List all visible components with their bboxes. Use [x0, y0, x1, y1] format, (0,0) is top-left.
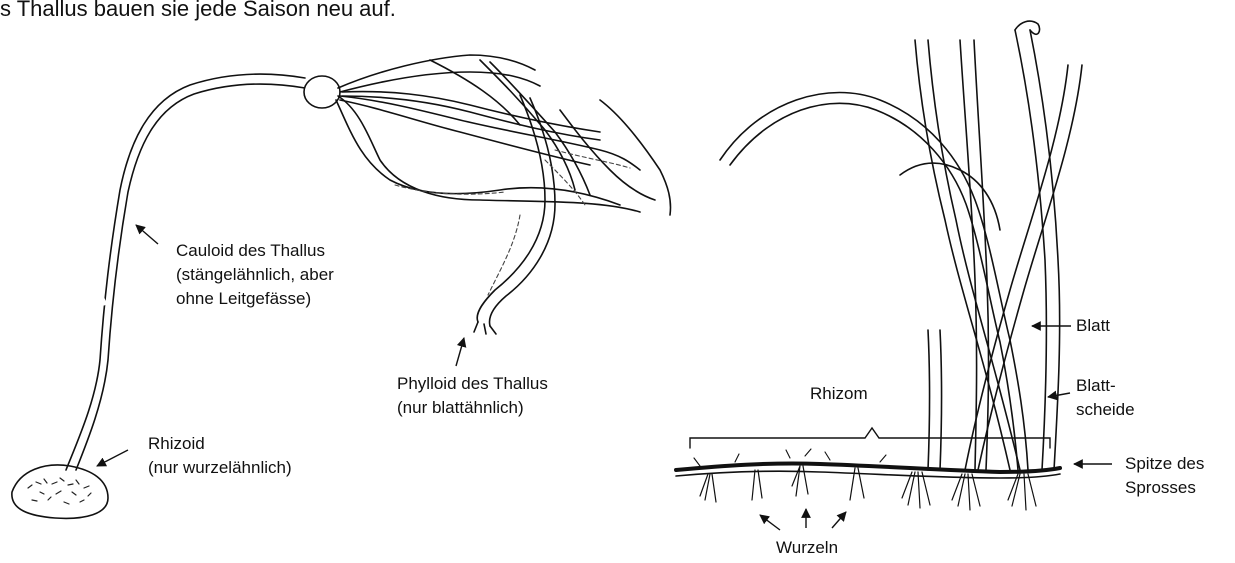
- leaf-curl: [1015, 21, 1040, 34]
- phylloid-fronds: [336, 55, 671, 334]
- label-phylloid: Phylloid des Thallus (nur blattähnlich): [397, 372, 548, 420]
- arrow-phylloid: [456, 338, 464, 366]
- arrow-cauloid: [136, 225, 158, 244]
- arrow-rhizoid: [97, 450, 128, 466]
- alga-drawing: [12, 55, 671, 518]
- cauloid-gap-dots: [95, 283, 104, 303]
- label-cauloid: Cauloid des Thallus (stängelähnlich, abe…: [176, 239, 334, 311]
- label-wurzeln-text: Wurzeln: [776, 536, 838, 560]
- label-cauloid-line-2: (stängelähnlich, aber: [176, 263, 334, 287]
- shoot-1b: [940, 330, 942, 470]
- rhizome: [676, 463, 1060, 472]
- label-cauloid-line-1: Cauloid des Thallus: [176, 239, 334, 263]
- label-rhizoid: Rhizoid (nur wurzelähnlich): [148, 432, 292, 480]
- label-blattscheide-line-2: scheide: [1076, 398, 1135, 422]
- label-rhizoid-line-1: Rhizoid: [148, 432, 292, 456]
- label-spitze-line-2: Sprosses: [1125, 476, 1204, 500]
- label-spitze-line-1: Spitze des: [1125, 452, 1204, 476]
- label-spitze: Spitze des Sprosses: [1125, 452, 1204, 500]
- alga-bulb: [304, 76, 340, 108]
- leaf-4: [960, 40, 977, 470]
- rhizom-bracket: [690, 428, 1050, 448]
- leaf-6: [965, 65, 1068, 470]
- label-phylloid-line-2: (nur blattähnlich): [397, 396, 548, 420]
- label-blatt: Blatt: [1076, 314, 1110, 338]
- arrow-wurzeln-1: [760, 515, 780, 530]
- label-blattscheide-line-1: Blatt-: [1076, 374, 1135, 398]
- arrow-blattscheide: [1048, 393, 1070, 397]
- arrow-wurzeln-3: [832, 512, 846, 528]
- leaf-1: [720, 93, 1028, 471]
- label-cauloid-line-3: ohne Leitgefässe): [176, 287, 334, 311]
- seagrass-drawing: [676, 21, 1082, 510]
- label-wurzeln: Wurzeln: [776, 536, 838, 560]
- label-rhizom: Rhizom: [810, 382, 868, 406]
- label-blatt-text: Blatt: [1076, 314, 1110, 338]
- label-rhizom-text: Rhizom: [810, 382, 868, 406]
- label-phylloid-line-1: Phylloid des Thallus: [397, 372, 548, 396]
- shoot-1: [928, 330, 930, 470]
- label-blattscheide: Blatt- scheide: [1076, 374, 1135, 422]
- label-rhizoid-line-2: (nur wurzelähnlich): [148, 456, 292, 480]
